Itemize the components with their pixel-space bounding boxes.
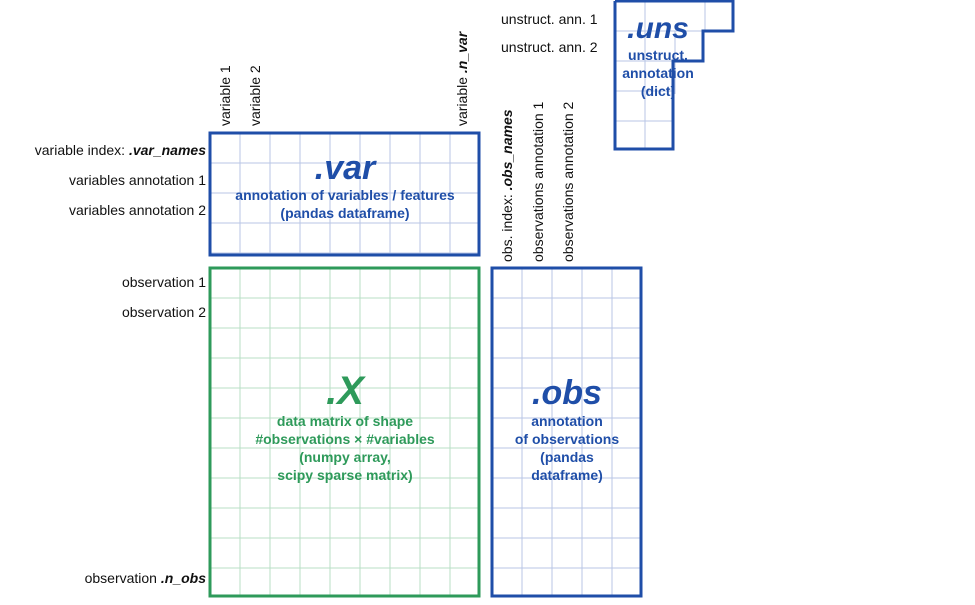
uns-box-line3: (dict) (640, 83, 676, 99)
obs-box-line4: dataframe) (531, 467, 603, 483)
var-box-line1: annotation of variables / features (235, 187, 455, 203)
obs-box-outline (490, 266, 643, 598)
obs-box-line2: of observations (514, 431, 620, 447)
obs-row-label-1: observation 1 (121, 274, 206, 290)
obs-box-title: .obs (532, 374, 602, 412)
x-box-line3: (numpy array, (299, 449, 391, 465)
uns-box-title: .uns (627, 12, 689, 45)
obs-row-label-n: observation .n_obs (84, 570, 206, 586)
var-col-label-n: variable .n_var (454, 31, 470, 126)
uns-label-1: unstruct. ann. 1 (501, 11, 598, 27)
uns-box-text: .uns unstruct. annotation (dict) (612, 12, 704, 100)
var-box-title: .var (314, 149, 376, 187)
var-ann-label-2: variables annotation 2 (69, 202, 206, 218)
x-box-line4: scipy sparse matrix) (277, 467, 413, 483)
uns-box-line2: annotation (622, 65, 694, 81)
x-box-line2: #observations × #variables (255, 431, 435, 447)
x-box-line1: data matrix of shape (276, 413, 414, 429)
var-box-text: .var annotation of variables / features … (212, 150, 478, 222)
obs-box-text: .obs annotation of observations (pandas … (494, 374, 640, 484)
uns-box-line1: unstruct. (628, 47, 688, 63)
obs-ann-col-label-2: observations annotation 2 (560, 101, 576, 262)
obs-row-label-2: observation 2 (121, 304, 206, 320)
x-box-text: .X data matrix of shape #observations × … (212, 370, 478, 484)
obs-box-line1: annotation (531, 413, 603, 429)
var-index-label: variable index: .var_names (34, 142, 206, 158)
uns-box-outline (613, 0, 735, 151)
obs-ann-col-label-1: observations annotation 1 (530, 101, 546, 262)
var-ann-label-1: variables annotation 1 (69, 172, 206, 188)
var-col-label-2: variable 2 (247, 65, 263, 126)
uns-label-2: unstruct. ann. 2 (501, 39, 598, 55)
x-box-title: .X (326, 369, 364, 413)
x-box-outline (208, 266, 481, 598)
var-col-label-1: variable 1 (217, 65, 233, 126)
obs-index-col-label: obs. index: .obs_names (499, 109, 515, 262)
var-box-line2: (pandas dataframe) (280, 205, 410, 221)
var-box-outline (208, 131, 481, 257)
obs-box-line3: (pandas (540, 449, 594, 465)
